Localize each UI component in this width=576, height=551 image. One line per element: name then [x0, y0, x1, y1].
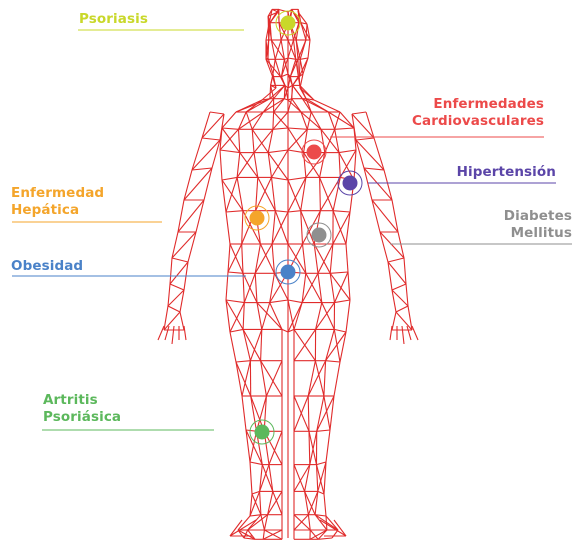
label-hypertension-line1: Hipertensión	[457, 164, 556, 181]
markers	[245, 11, 362, 444]
label-arthritis-line2: Psoriásica	[43, 409, 121, 426]
marker-dot-hypertension	[343, 176, 358, 191]
label-obesity-line1: Obesidad	[11, 258, 83, 275]
marker-dot-liver	[250, 211, 265, 226]
marker-dot-obesity	[281, 265, 296, 280]
label-liver: Enfermedad Hepática	[11, 185, 104, 219]
label-cardiovascular: Enfermedades Cardiovasculares	[412, 96, 544, 130]
label-arthritis-line1: Artritis	[43, 392, 121, 409]
label-cardiovascular-line2: Cardiovasculares	[412, 113, 544, 130]
marker-dot-psoriasis	[281, 16, 296, 31]
label-diabetes-line2: Mellitus	[504, 225, 572, 242]
label-liver-line1: Enfermedad	[11, 185, 104, 202]
label-psoriasis-line1: Psoriasis	[79, 11, 148, 28]
marker-dot-arthritis	[255, 425, 270, 440]
label-arthritis: Artritis Psoriásica	[43, 392, 121, 426]
label-diabetes-line1: Diabetes	[504, 208, 572, 225]
label-liver-line2: Hepática	[11, 202, 104, 219]
marker-dot-diabetes	[312, 228, 327, 243]
label-cardiovascular-line1: Enfermedades	[412, 96, 544, 113]
label-hypertension: Hipertensión	[457, 164, 556, 181]
label-psoriasis: Psoriasis	[79, 11, 148, 28]
label-obesity: Obesidad	[11, 258, 83, 275]
label-diabetes: Diabetes Mellitus	[504, 208, 572, 242]
marker-dot-cardiovascular	[307, 145, 322, 160]
